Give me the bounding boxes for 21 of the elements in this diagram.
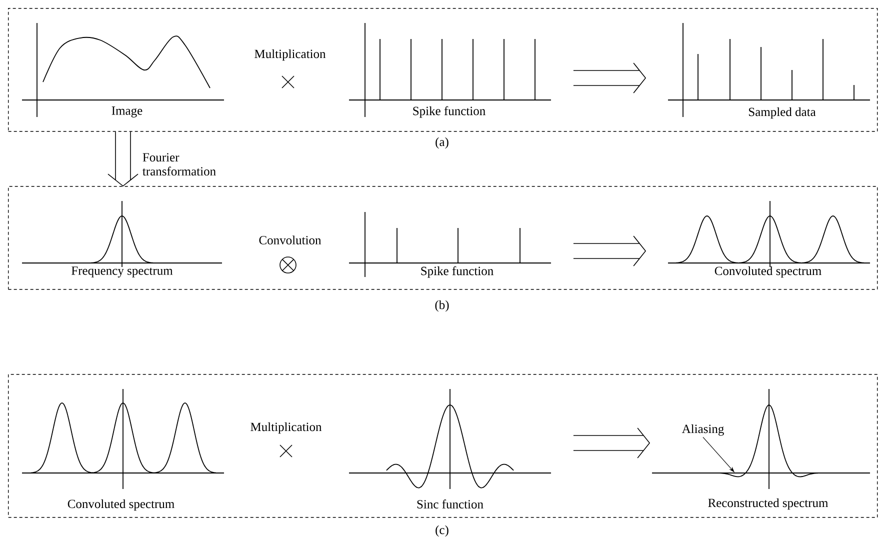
graph-caption: Spike function xyxy=(421,266,494,278)
graph-caption: Sinc function xyxy=(417,500,484,508)
operator-label: Multiplication xyxy=(250,422,322,434)
graph-caption: Sampled data xyxy=(749,107,816,119)
hollow-arrow xyxy=(573,428,650,458)
operator-label: Multiplication xyxy=(254,49,326,61)
annotation-text: Aliasing xyxy=(682,424,724,436)
graph-caption: Convoluted spectrum xyxy=(68,499,174,511)
panel-caption: (a) xyxy=(436,137,448,149)
graph-caption: Image xyxy=(112,106,142,118)
graph-caption: Reconstructed spectrum xyxy=(708,498,828,510)
panel-caption: (b) xyxy=(435,300,449,312)
graph-caption: Convoluted spectrum xyxy=(714,266,822,278)
graph-caption: Frequency spectrum xyxy=(72,266,173,278)
graph-caption: Spike function xyxy=(413,106,486,118)
hollow-arrow xyxy=(108,131,138,187)
operator-label: Convolution xyxy=(259,236,322,244)
panel-caption: (c) xyxy=(436,525,448,537)
hollow-arrow xyxy=(573,236,646,266)
hollow-arrow xyxy=(573,62,646,94)
edge-label: Fourier transformation xyxy=(142,153,216,176)
